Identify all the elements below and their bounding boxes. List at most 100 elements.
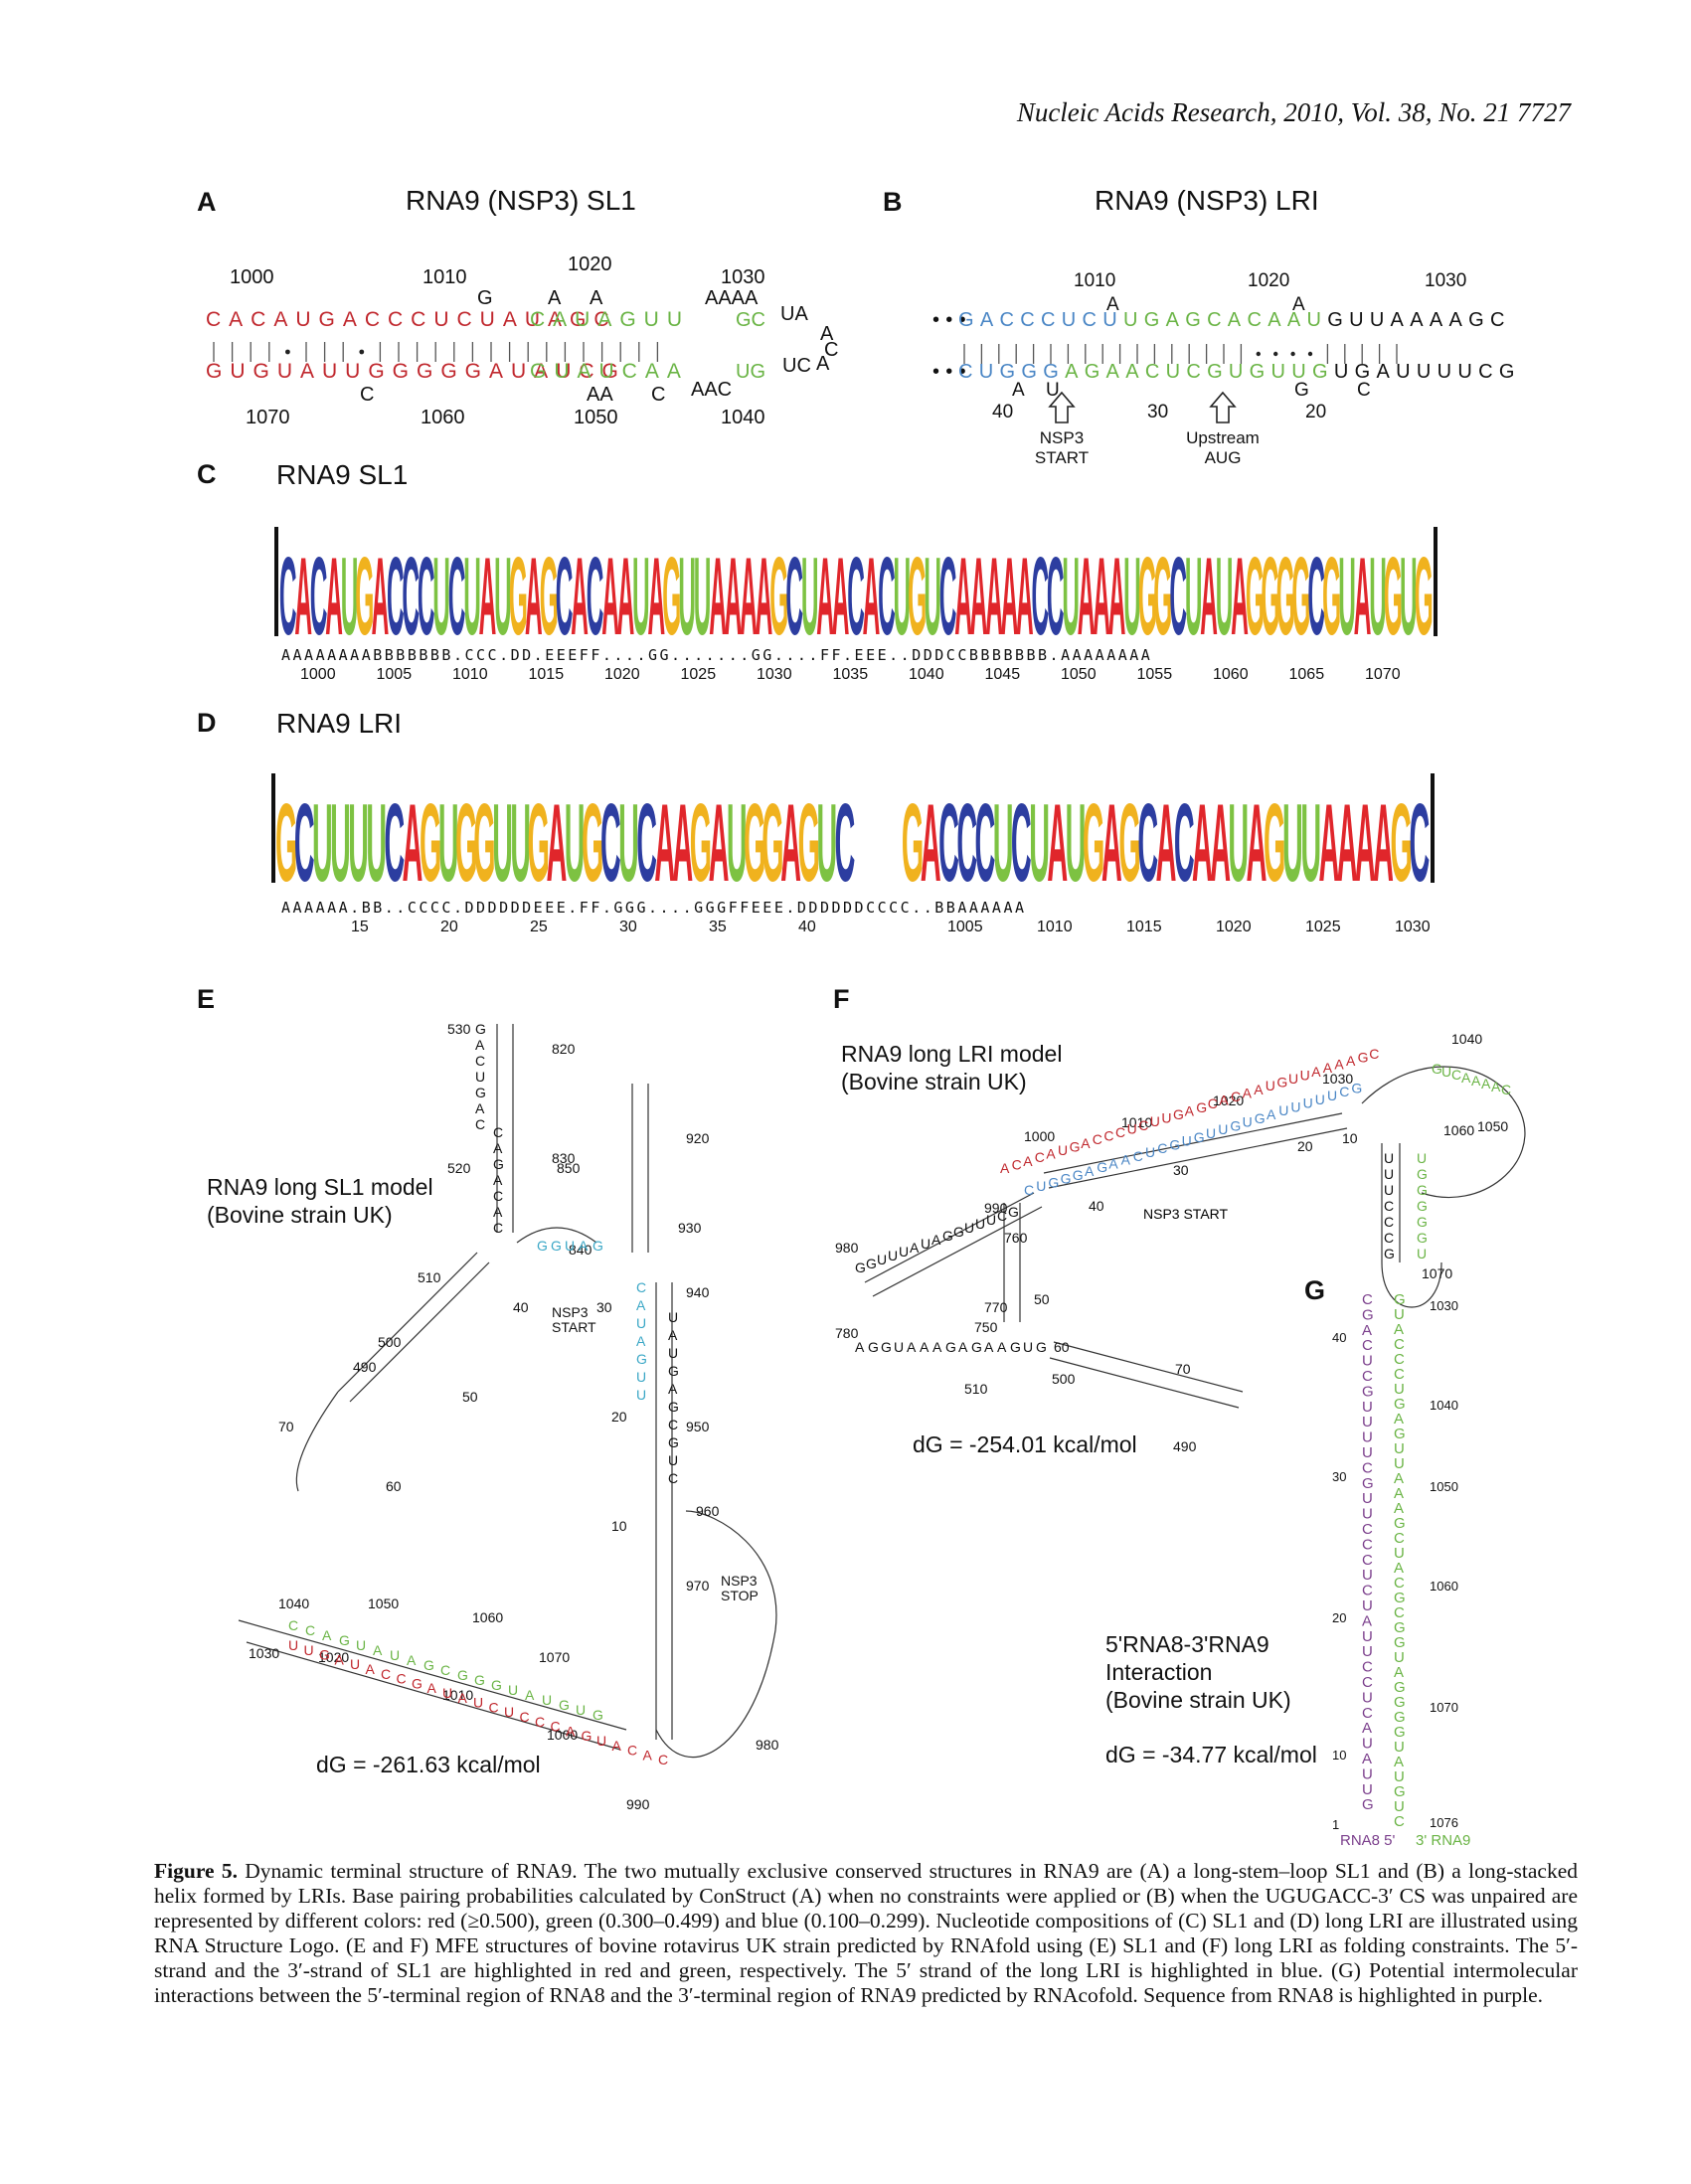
- nucleotide: C: [493, 1124, 503, 1140]
- logo-letter: G: [1322, 536, 1341, 644]
- axis-tick-label: 1070: [1365, 666, 1401, 683]
- logo-letter: C: [1307, 536, 1325, 644]
- nucleotide: A: [1081, 1135, 1091, 1151]
- nucleotide: U: [1327, 1088, 1337, 1103]
- nucleotide-number: 780: [835, 1325, 859, 1341]
- nucleotide: A: [1394, 1321, 1404, 1338]
- lri-num-1010: 1010: [1074, 270, 1115, 291]
- nucleotide-number: 1076: [1430, 1815, 1458, 1830]
- logo-right-bar: [1431, 773, 1435, 883]
- lri-bulge-a2: A: [1292, 294, 1305, 315]
- num-1000: 1000: [230, 266, 274, 288]
- nucleotide-number: 840: [569, 1242, 592, 1258]
- nucleotide: C: [1362, 1292, 1373, 1308]
- logo-letter: G: [908, 536, 927, 644]
- nucleotide-number: 1000: [1024, 1128, 1055, 1144]
- lri-num-40: 40: [992, 402, 1013, 422]
- lri-bulge-a3: A: [1012, 380, 1025, 401]
- logo-letter: A: [1210, 782, 1231, 891]
- nucleotide: C: [1138, 1117, 1148, 1133]
- nucleotide: U: [1243, 1114, 1253, 1130]
- nucleotide: C: [1093, 1131, 1102, 1147]
- logo-letter: G: [1291, 536, 1310, 644]
- logo-letter: C: [1410, 782, 1431, 891]
- axis-tick-label: 1050: [1061, 666, 1097, 683]
- bulge-aa: AA: [587, 384, 613, 406]
- nucleotide: G: [1394, 1694, 1406, 1711]
- nucleotide-number: 1030: [1322, 1071, 1353, 1087]
- running-head: Nucleic Acids Research, 2010, Vol. 38, N…: [1016, 97, 1571, 127]
- nucleotide: U: [1288, 1071, 1298, 1087]
- bulge-g: G: [477, 287, 493, 309]
- nucleotide: C: [1384, 1198, 1394, 1214]
- nucleotide: U: [1384, 1150, 1394, 1166]
- logo-letter: A: [372, 536, 390, 644]
- nucleotide-number: 530: [447, 1021, 471, 1037]
- nucleotide: C: [493, 1188, 503, 1204]
- nsp3-start-label-1: NSP3: [1040, 428, 1084, 447]
- nucleotide-number: 10: [1332, 1748, 1346, 1763]
- nucleotide: G: [1394, 1396, 1406, 1413]
- nucleotide: A: [932, 1339, 942, 1355]
- logo-letter: C: [939, 536, 957, 644]
- panel-label-d: D: [197, 708, 217, 738]
- nucleotide: U: [636, 1369, 646, 1385]
- logo-letter: C: [847, 536, 865, 644]
- logo-letter: C: [956, 782, 977, 891]
- logo-letter: A: [970, 536, 988, 644]
- nucleotide-number: 30: [1173, 1162, 1189, 1178]
- nucleotide: G: [942, 1228, 953, 1244]
- nucleotide: U: [1362, 1399, 1373, 1416]
- nucleotide: U: [1362, 1353, 1373, 1370]
- sl1-top-strand-green: CAUAGUU: [530, 308, 690, 331]
- panel-label-f: F: [833, 984, 850, 1014]
- logo-letter: A: [1093, 536, 1110, 644]
- logo-right-bar: [1434, 527, 1437, 636]
- nucleotide-number: 510: [418, 1269, 441, 1285]
- nucleotide: A: [1346, 1053, 1356, 1069]
- axis-tick-label: 1030: [1395, 919, 1431, 935]
- nucleotide-number: 980: [835, 1240, 859, 1256]
- nucleotide: G: [1394, 1709, 1406, 1726]
- logo-letter: G: [1118, 782, 1140, 891]
- axis-tick-label: 1010: [452, 666, 488, 683]
- nucleotide: U: [921, 1236, 930, 1252]
- nucleotide: A: [910, 1240, 920, 1256]
- nucleotide: U: [1362, 1597, 1373, 1614]
- nucleotide-number: 1060: [1430, 1579, 1458, 1594]
- nucleotide-number: 30: [1332, 1469, 1346, 1484]
- logo-letter: U: [1282, 782, 1303, 891]
- nucleotide: C: [668, 1470, 678, 1486]
- lri-secondary-structure: 1000101010201030104010501060107098099078…: [835, 1031, 1526, 1454]
- nucleotide: G: [1394, 1426, 1406, 1442]
- lri-ellipsis-bottom: •••: [932, 361, 972, 383]
- nucleotide: C: [1394, 1366, 1405, 1383]
- nucleotide-number: 30: [596, 1299, 612, 1315]
- axis-tick-label: 35: [709, 919, 727, 935]
- nucleotide: C: [475, 1116, 485, 1132]
- nucleotide: G: [412, 1675, 423, 1691]
- nucleotide: A: [525, 1687, 535, 1703]
- logo-letter: U: [494, 536, 512, 644]
- nucleotide: U: [1145, 1144, 1155, 1160]
- logo-letter: A: [1355, 782, 1376, 891]
- lri-bottom-strand: CUGGGAGAACUCGUGUUGUGAUUUUCG: [958, 361, 1521, 383]
- nucleotide: G: [1362, 1306, 1374, 1323]
- nucleotide: G: [1358, 1049, 1369, 1065]
- nucleotide: C: [1362, 1674, 1373, 1691]
- nucleotide: U: [596, 1733, 606, 1749]
- logo-letter: G: [275, 782, 297, 891]
- nsp3-start-label-2: START: [1035, 448, 1089, 467]
- nucleotide: U: [975, 1216, 985, 1232]
- nucleotide: G: [475, 1021, 486, 1037]
- nucleotide-number: 20: [611, 1409, 627, 1425]
- bulge-c: C: [360, 384, 374, 406]
- axis-tick-label: 25: [530, 919, 548, 935]
- axis-tick-label: 40: [798, 919, 816, 935]
- nucleotide-number: 850: [557, 1160, 581, 1176]
- nucleotide: G: [1351, 1080, 1362, 1095]
- nucleotide-number: 60: [1054, 1339, 1070, 1355]
- axis-tick-label: 1020: [604, 666, 640, 683]
- logo-letter: A: [1156, 782, 1177, 891]
- logo-letter: C: [975, 782, 996, 891]
